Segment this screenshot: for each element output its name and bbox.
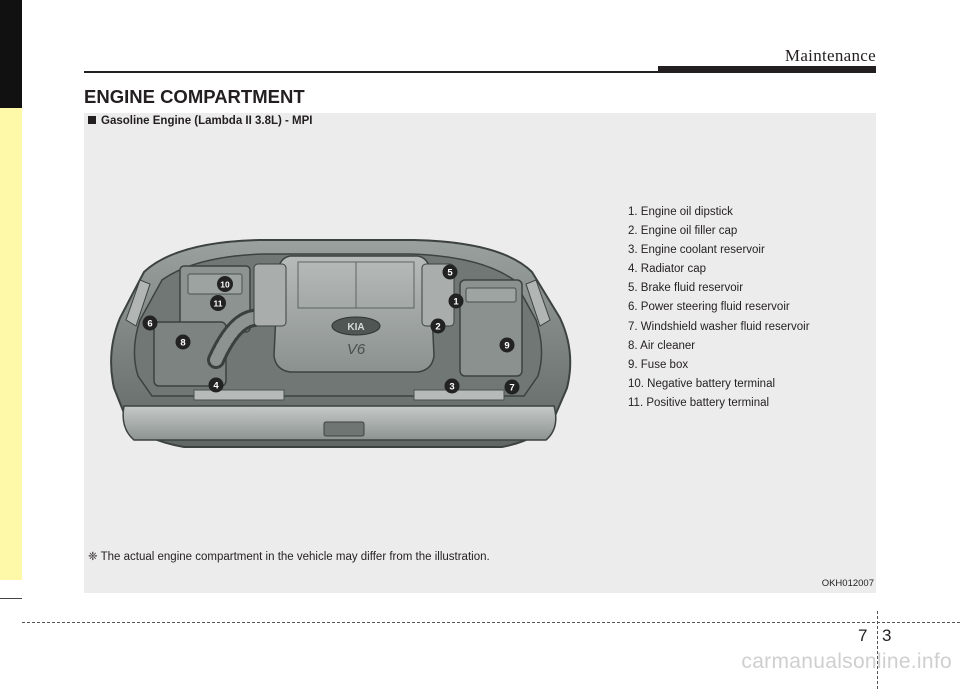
section-title: Maintenance [784, 46, 876, 65]
parts-list-item: 3. Engine coolant reservoir [628, 244, 765, 257]
figure-subheading-text: Gasoline Engine (Lambda II 3.8L) - MPI [101, 115, 313, 127]
parts-list-item: 8. Air cleaner [628, 339, 696, 352]
parts-list-item: 4. Radiator cap [628, 263, 706, 276]
page-heading: ENGINE COMPARTMENT [84, 86, 305, 107]
side-rule [0, 598, 22, 599]
footer-dashed-rule [22, 622, 960, 623]
parts-list-item: 1. Engine oil dipstick [628, 206, 733, 218]
figure-code: OKH012007 [821, 578, 874, 589]
figure-subheading: Gasoline Engine (Lambda II 3.8L) - MPI [88, 115, 313, 127]
callout-3: 3 [449, 382, 454, 393]
callout-8: 8 [180, 338, 185, 349]
parts-list-item: 2. Engine oil filler cap [628, 225, 738, 238]
parts-list-item: 6. Power steering fluid reservoir [628, 301, 790, 314]
callout-9: 9 [504, 341, 509, 352]
chapter-side-tab-marker [0, 0, 22, 108]
callout-10: 10 [220, 280, 230, 290]
callout-7: 7 [509, 383, 514, 394]
parts-list-item: 5. Brake fluid reservoir [628, 282, 744, 295]
page-number: 3 [882, 626, 892, 645]
callout-1: 1 [453, 297, 459, 308]
header-rule [84, 71, 876, 73]
parts-list-item: 10. Negative battery terminal [628, 377, 776, 390]
parts-list-item: 9. Fuse box [628, 358, 689, 371]
watermark: carmanualsonline.info [741, 650, 952, 673]
illustration-footnote: ❈ The actual engine compartment in the v… [88, 551, 490, 563]
chapter-side-tab [0, 0, 22, 580]
kia-logo-text: KIA [347, 322, 364, 333]
engine-compartment-illustration: KIA V6 1 2 3 4 5 6 7 8 9 10 11 [110, 239, 572, 448]
v6-cover-text: V6 [347, 341, 366, 358]
callout-6: 6 [147, 319, 152, 330]
callout-4: 4 [213, 381, 219, 392]
parts-list-item: 7. Windshield washer fluid reservoir [628, 320, 810, 333]
header-accent-bar [658, 66, 876, 73]
parts-list-item: 11. Positive battery terminal [628, 396, 770, 409]
bullet-square-icon [88, 116, 96, 124]
parts-list: 1. Engine oil dipstick 2. Engine oil fil… [628, 203, 810, 413]
page-number-divider [877, 611, 878, 689]
chapter-number: 7 [858, 626, 868, 645]
callout-5: 5 [447, 268, 453, 279]
callout-11: 11 [214, 299, 223, 309]
callout-2: 2 [435, 322, 440, 333]
